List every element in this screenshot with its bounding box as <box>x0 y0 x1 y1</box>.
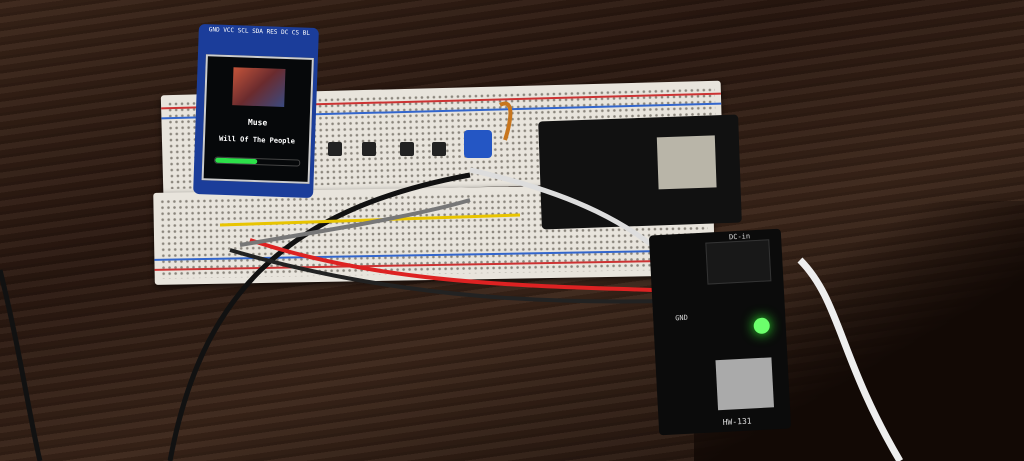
display-header-pins: GND VCC SCL SDA RES DC CS BL <box>208 26 311 37</box>
song-title: Will Of The People <box>218 134 296 146</box>
potentiometer <box>464 130 492 158</box>
push-button-3 <box>400 142 414 156</box>
push-button-2 <box>362 142 376 156</box>
tft-screen: Muse Will Of The People <box>201 54 314 184</box>
usb-port <box>715 357 775 411</box>
dc-jack <box>705 239 772 285</box>
push-button-4 <box>432 142 446 156</box>
progress-fill <box>215 157 258 165</box>
push-button-1 <box>328 142 342 156</box>
artist-name: Muse <box>247 117 268 128</box>
module-label: HW-131 <box>722 416 752 427</box>
dc-in-label: DC-in <box>728 232 751 242</box>
power-supply-module: DC-in GND HW-131 <box>648 228 792 436</box>
progress-bar <box>214 156 301 167</box>
power-led <box>753 317 771 335</box>
tft-display-module: GND VCC SCL SDA RES DC CS BL Muse Will O… <box>193 23 319 199</box>
gnd-label: GND <box>675 313 689 323</box>
album-art <box>232 67 286 107</box>
